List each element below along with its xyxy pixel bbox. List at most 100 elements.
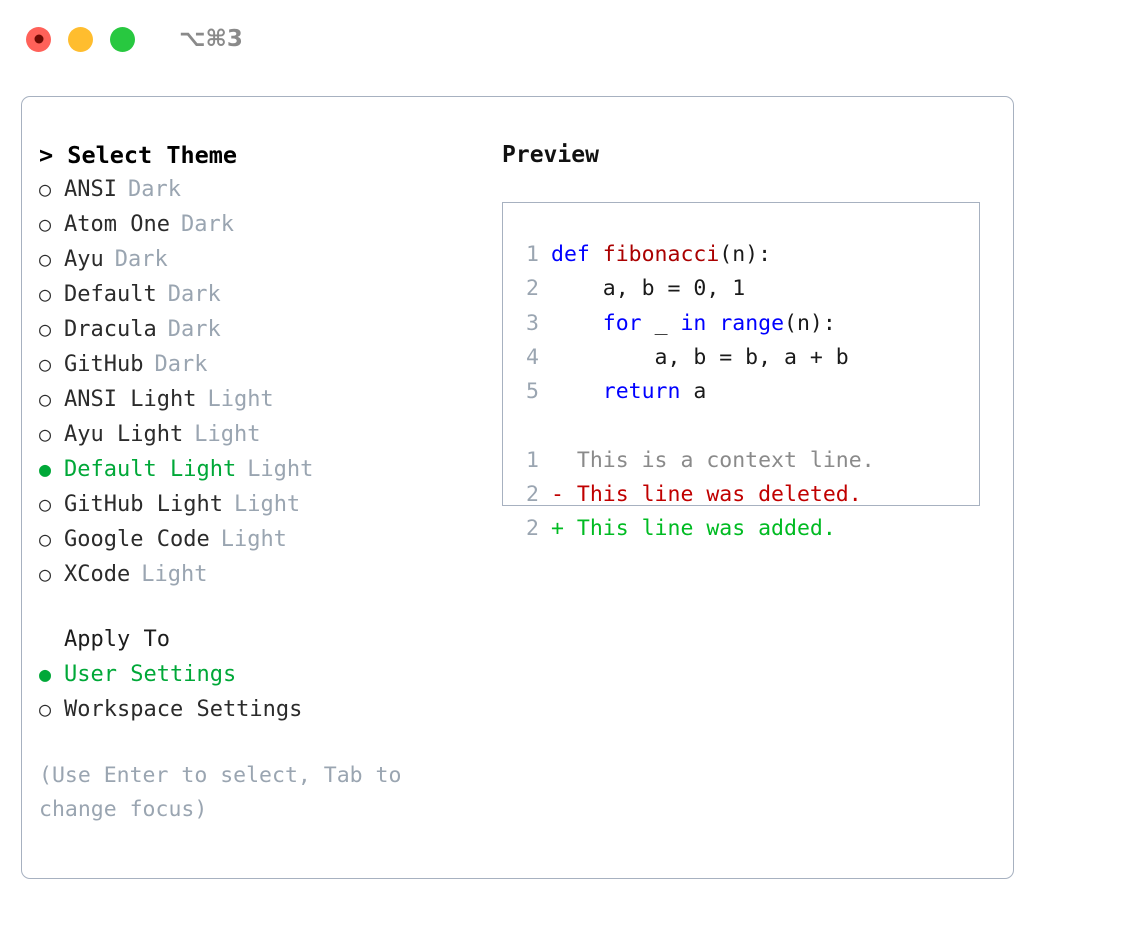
code-token-keyword: for (602, 310, 642, 336)
radio-icon: ○ (39, 527, 52, 551)
apply-to-header: Apply To (64, 627, 170, 652)
theme-option-label: Default (64, 282, 157, 307)
code-token-plain (706, 311, 719, 336)
theme-option-label: Ayu Light (64, 422, 184, 447)
code-token-plain: a, b = b, a + b (551, 344, 849, 370)
radio-icon: ○ (39, 562, 52, 586)
maximize-button[interactable] (110, 26, 135, 52)
code-token-builtin: range (719, 310, 785, 336)
theme-option-github-light[interactable]: ○ GitHub Light Light (39, 487, 479, 522)
theme-option-ayu-light[interactable]: ○ Ayu Light Light (39, 417, 479, 452)
code-content: def fibonacci(n): (539, 238, 771, 272)
theme-option-tag: Light (247, 457, 314, 482)
theme-option-label: Google Code (64, 527, 210, 552)
preview-gap (503, 409, 979, 443)
line-number: 5 (526, 379, 539, 405)
theme-option-ansi-light[interactable]: ○ ANSI Light Light (39, 382, 479, 417)
line-number: 2 (526, 482, 539, 508)
code-token-plain (551, 311, 603, 336)
code-content: for _ in range(n): (539, 307, 836, 341)
diff-marker (539, 444, 564, 478)
preview-column: Preview 1 def fibonacci(n): 2 a, b = 0, … (502, 138, 992, 541)
theme-option-default-light[interactable]: ● Default Light Light (39, 452, 479, 487)
close-button[interactable] (26, 26, 51, 52)
radio-icon: ○ (39, 282, 52, 306)
theme-option-label: Atom One (64, 212, 170, 237)
section-spacer (39, 592, 479, 623)
diff-content: This line was added. (563, 516, 836, 542)
theme-option-tag: Light (207, 387, 274, 412)
theme-option-tag: Light (233, 492, 301, 517)
theme-option-atom-one[interactable]: ○ Atom One Dark (39, 207, 479, 242)
code-token-plain: a (680, 379, 707, 405)
theme-option-ansi[interactable]: ○ ANSI Dark (39, 172, 479, 207)
radio-icon: ○ (39, 697, 52, 721)
code-token-plain: (n): (784, 310, 836, 336)
code-line: 2 a, b = 0, 1 (503, 272, 979, 306)
line-number: 1 (526, 242, 539, 267)
code-sample: 1 def fibonacci(n): 2 a, b = 0, 1 3 for … (503, 238, 979, 409)
theme-option-default[interactable]: ○ Default Dark (39, 277, 479, 312)
radio-icon: ○ (39, 387, 52, 411)
code-content: a, b = 0, 1 (539, 272, 745, 306)
theme-option-tag: Light (220, 527, 287, 552)
code-token-plain: _ (641, 310, 681, 336)
code-token-plain: a, b = 0, 1 (551, 276, 746, 302)
apply-to-list: ● User Settings ○ Workspace Settings (39, 657, 479, 727)
diff-line-added: 2 + This line was added. (503, 512, 979, 546)
diff-content: This is a context line. (563, 447, 875, 473)
preview-title: Preview (502, 142, 599, 168)
code-token-plain: (n): (719, 242, 772, 267)
apply-to-option-workspace-settings[interactable]: ○ Workspace Settings (39, 692, 479, 727)
theme-option-label: Ayu (64, 247, 104, 272)
apply-to-option-label: User Settings (64, 662, 237, 687)
theme-option-google-code[interactable]: ○ Google Code Light (39, 522, 479, 557)
theme-option-label: XCode (64, 562, 131, 587)
theme-option-tag: Dark (114, 247, 168, 272)
diff-content: This line was deleted. (563, 482, 862, 508)
theme-option-label: ANSI (64, 177, 117, 202)
code-content: return a (539, 375, 707, 409)
theme-option-tag: Dark (180, 212, 234, 237)
theme-option-label: Dracula (64, 317, 157, 342)
code-line: 5 return a (503, 375, 979, 409)
minimize-button[interactable] (68, 26, 93, 52)
title-bar: ⌥⌘3 (0, 0, 1140, 78)
diff-line-context: 1 This is a context line. (503, 444, 979, 478)
radio-icon: ○ (39, 317, 52, 341)
theme-option-tag: Dark (167, 282, 221, 307)
theme-option-github[interactable]: ○ GitHub Dark (39, 347, 479, 382)
keyboard-shortcut-label: ⌥⌘3 (179, 26, 243, 52)
theme-option-label: Default Light (64, 457, 237, 482)
line-number: 3 (526, 310, 539, 336)
theme-option-dracula[interactable]: ○ Dracula Dark (39, 312, 479, 347)
theme-list-header: > Select Theme (39, 141, 238, 169)
radio-selected-icon: ● (39, 662, 52, 686)
theme-selector-panel: > Select Theme ○ ANSI Dark ○ Atom One Da… (21, 96, 1014, 879)
theme-option-label: GitHub (64, 352, 144, 377)
apply-to-option-user-settings[interactable]: ● User Settings (39, 657, 479, 692)
apply-to-option-label: Workspace Settings (64, 697, 303, 722)
window-controls (26, 26, 135, 52)
line-number: 1 (526, 447, 539, 473)
code-token-keyword: def (551, 242, 603, 267)
diff-line-deleted: 2 - This line was deleted. (503, 478, 979, 512)
theme-option-tag: Light (141, 562, 208, 587)
diff-marker: - (551, 482, 564, 508)
radio-icon: ○ (39, 177, 52, 201)
line-number: 2 (526, 276, 539, 302)
theme-list-column: > Select Theme ○ ANSI Dark ○ Atom One Da… (39, 138, 479, 827)
radio-icon: ○ (39, 247, 52, 271)
preview-box: 1 def fibonacci(n): 2 a, b = 0, 1 3 for … (502, 202, 980, 541)
diff-sample: 1 This is a context line. 2 - This line … (503, 444, 979, 547)
theme-option-xcode[interactable]: ○ XCode Light (39, 557, 479, 592)
radio-icon: ○ (39, 492, 52, 516)
theme-option-tag: Dark (167, 317, 221, 342)
theme-options-list: ○ ANSI Dark ○ Atom One Dark ○ Ayu Dark (39, 172, 479, 592)
code-token-function: fibonacci (602, 242, 720, 267)
code-line: 3 for _ in range(n): (503, 307, 979, 341)
theme-option-label: ANSI Light (64, 387, 197, 412)
theme-option-tag: Dark (154, 352, 208, 377)
theme-option-ayu[interactable]: ○ Ayu Dark (39, 242, 479, 277)
